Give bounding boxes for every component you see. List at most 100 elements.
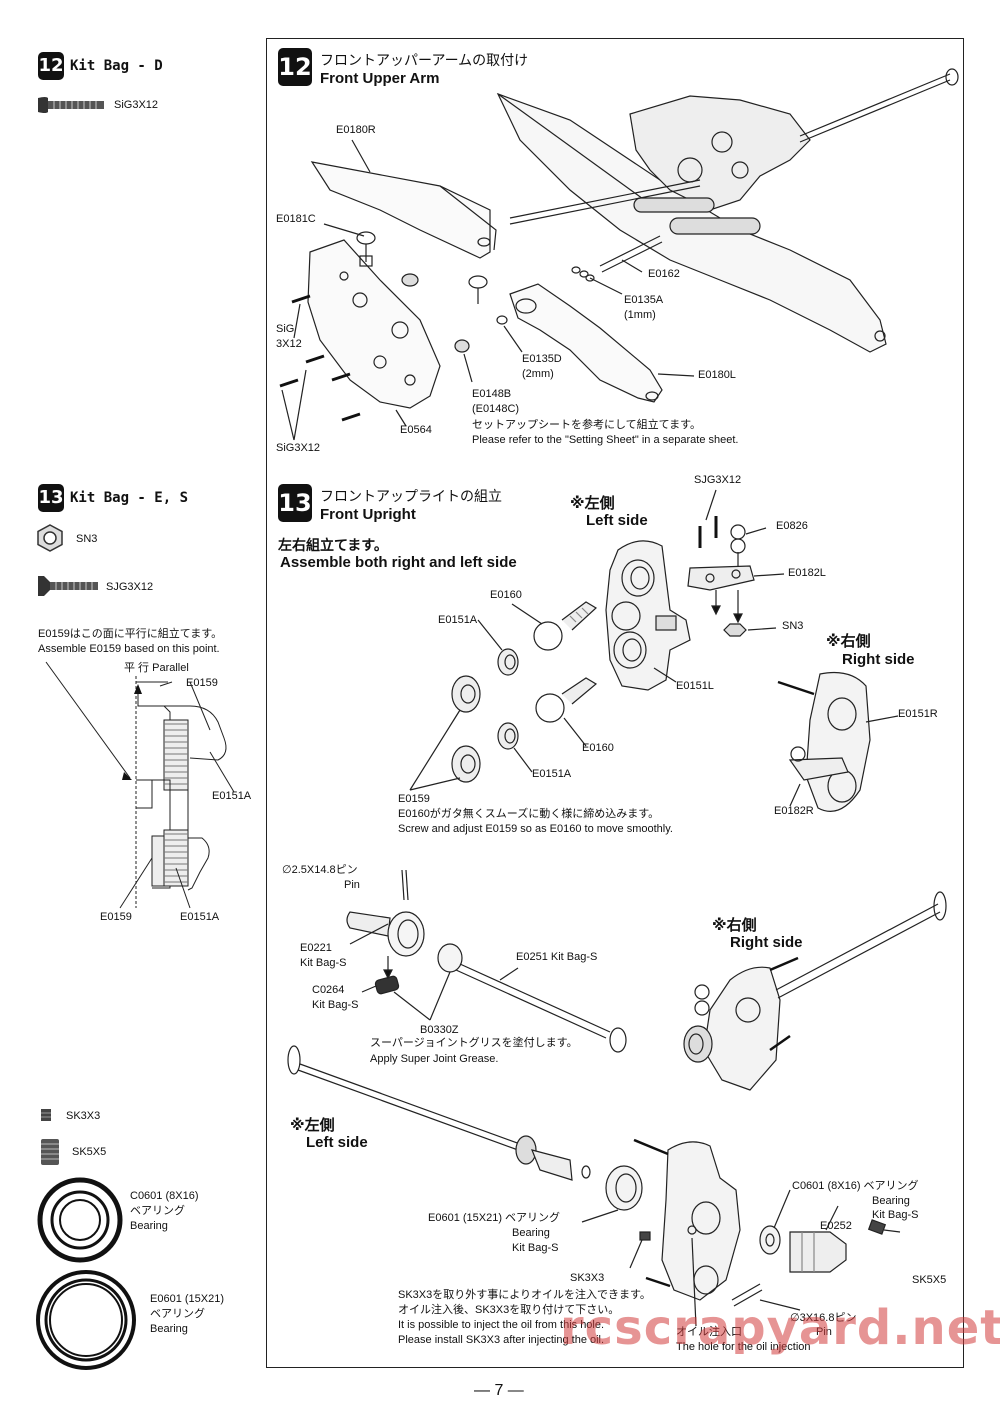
front-upright-diagram	[409, 489, 899, 812]
step12-note-jp: セットアップシートを参考にして組立てます。	[472, 419, 702, 431]
detail-label-e0159-bottom: E0159	[100, 911, 132, 923]
label-e0601-bag: Kit Bag-S	[512, 1242, 559, 1254]
e0601-label-jp: ベアリング	[150, 1308, 205, 1320]
kit-d-title: Kit Bag - D	[70, 58, 163, 74]
front-axle-diagram	[287, 869, 947, 1327]
button-head-screw-icon	[38, 97, 104, 113]
step13-left-side-en: Left side	[586, 512, 648, 529]
label-e0151l: E0151L	[676, 680, 714, 692]
step12-title-jp: フロントアッパーアームの取付け	[320, 52, 529, 68]
label-pin2-en: Pin	[816, 1326, 832, 1338]
axle-right-side-jp: ※右側	[712, 917, 757, 934]
label-e0135d: E0135D	[522, 353, 562, 365]
label-e0180l: E0180L	[698, 369, 736, 381]
step12-note-en: Please refer to the "Setting Sheet" in a…	[472, 434, 739, 446]
label-e0180r: E0180R	[336, 124, 376, 136]
pin-label-jp: ∅2.5X14.8ピン	[282, 864, 358, 876]
label-e0159: E0159	[398, 793, 430, 805]
sk3x3-label: SK3X3	[66, 1110, 101, 1122]
label-e0251: E0251 Kit Bag-S	[516, 951, 598, 963]
e0601-label-code: E0601 (15X21)	[150, 1293, 224, 1305]
label-e0601-code: E0601 (15X21) ベアリング	[428, 1212, 561, 1224]
label-c0601-bearing: Bearing	[872, 1195, 910, 1207]
assembly-panel	[266, 38, 964, 1368]
detail-label-e0159-top: E0159	[186, 677, 218, 689]
step13-title-en: Front Upright	[320, 506, 416, 523]
label-c0601-code: C0601 (8X16) ベアリング	[792, 1180, 919, 1192]
oil-note-jp-2: オイル注入後、SK3X3を取り付けて下さい。	[398, 1304, 620, 1316]
label-c0601-bag: Kit Bag-S	[872, 1209, 919, 1221]
step13-sub-en: Assemble both right and left side	[280, 554, 517, 571]
set-screw-large-icon	[41, 1139, 59, 1165]
oil-note-en-1: It is possible to inject the oil from th…	[398, 1319, 605, 1331]
label-sk3x3: SK3X3	[570, 1272, 605, 1284]
label-e0148b: E0148B	[472, 388, 512, 400]
label-b0330z: B0330Z	[420, 1024, 459, 1036]
grease-note-jp: スーパージョイントグリスを塗付します。	[370, 1037, 578, 1049]
detail-note-en: Assemble E0159 based on this point.	[38, 643, 220, 655]
step13-left-side-jp: ※左側	[570, 495, 615, 512]
oil-note-en-2: Please install SK3X3 after injecting the…	[398, 1334, 605, 1346]
grease-note-en: Apply Super Joint Grease.	[370, 1053, 499, 1065]
axle-right-side-en: Right side	[730, 934, 803, 951]
step12-title-en: Front Upper Arm	[320, 70, 440, 87]
detail-parallel-label: 平 行 Parallel	[124, 662, 189, 674]
label-sjg3x12: SJG3X12	[694, 474, 742, 486]
label-e0151a-top: E0151A	[438, 614, 478, 626]
front-upper-arm-diagram	[279, 68, 959, 441]
sk5x5-label: SK5X5	[72, 1146, 107, 1158]
set-screw-small-icon	[41, 1109, 51, 1121]
label-sk5x5: SK5X5	[912, 1274, 947, 1286]
step12-number-badge: 12	[278, 48, 312, 86]
label-e0151r: E0151R	[898, 708, 938, 720]
label-e0135a: E0135A	[624, 294, 664, 306]
label-e0160-bottom: E0160	[582, 742, 614, 754]
bearing-15x21-icon	[36, 1270, 136, 1370]
label-e0148c: (E0148C)	[472, 403, 520, 415]
kit-es-screw-label: SJG3X12	[106, 581, 154, 593]
step13-right-side-en: Right side	[842, 651, 915, 668]
detail-label-e0151a-mid: E0151A	[212, 790, 252, 802]
label-e0182l: E0182L	[788, 567, 826, 579]
label-e0151a-bottom: E0151A	[532, 768, 572, 780]
e0601-label-en: Bearing	[150, 1323, 188, 1335]
label-pin2-jp: ∅3X16.8ピン	[790, 1312, 857, 1324]
oil-hole-en: The hole for the oil injection	[676, 1341, 811, 1353]
axle-left-side-jp: ※左側	[290, 1117, 335, 1134]
label-e0601-bearing: Bearing	[512, 1227, 550, 1239]
c0601-label-en: Bearing	[130, 1220, 168, 1232]
upright-cross-section-diagram	[45, 661, 235, 909]
label-sig-3x12: 3X12	[276, 338, 302, 350]
step13-note-en: Screw and adjust E0159 so as E0160 to mo…	[398, 823, 673, 835]
label-sig: SiG	[276, 323, 295, 335]
label-e0221: E0221	[300, 942, 332, 954]
axle-left-side-en: Left side	[306, 1134, 368, 1151]
step13-sub-jp: 左右組立てます。	[278, 537, 388, 553]
label-e0135a-size: (1mm)	[624, 309, 656, 321]
oil-hole-jp: オイル注入口	[676, 1326, 742, 1338]
kit-es-nut-label: SN3	[76, 533, 98, 545]
detail-label-e0151a-bottom: E0151A	[180, 911, 220, 923]
kit-d-part-label: SiG3X12	[114, 99, 159, 111]
label-sn3: SN3	[782, 620, 804, 632]
hex-nut-icon	[37, 524, 63, 552]
label-e0181c: E0181C	[276, 213, 316, 225]
pin-label-en: Pin	[344, 879, 360, 891]
label-c0264: C0264	[312, 984, 345, 996]
c0601-label-jp: ベアリング	[130, 1205, 185, 1217]
label-e0135d-size: (2mm)	[522, 368, 554, 380]
watermark: rcscrapyard.net	[560, 1300, 1000, 1356]
kit-es-title: Kit Bag - E, S	[70, 490, 189, 506]
label-e0162: E0162	[648, 268, 680, 280]
kit-es-number-badge: 13	[38, 484, 64, 512]
label-c0264-bag: Kit Bag-S	[312, 999, 359, 1011]
label-e0182r: E0182R	[774, 805, 814, 817]
detail-note-jp: E0159はこの面に平行に組立てます。	[38, 628, 223, 640]
step13-title-jp: フロントアップライトの組立	[320, 488, 502, 504]
label-e0826: E0826	[776, 520, 808, 532]
countersunk-screw-icon	[38, 576, 98, 596]
step13-number-badge: 13	[278, 484, 312, 522]
oil-note-jp-1: SK3X3を取り外す事によりオイルを注入できます。	[398, 1289, 651, 1301]
label-e0564: E0564	[400, 424, 432, 436]
page-number: — 7 —	[474, 1382, 524, 1399]
